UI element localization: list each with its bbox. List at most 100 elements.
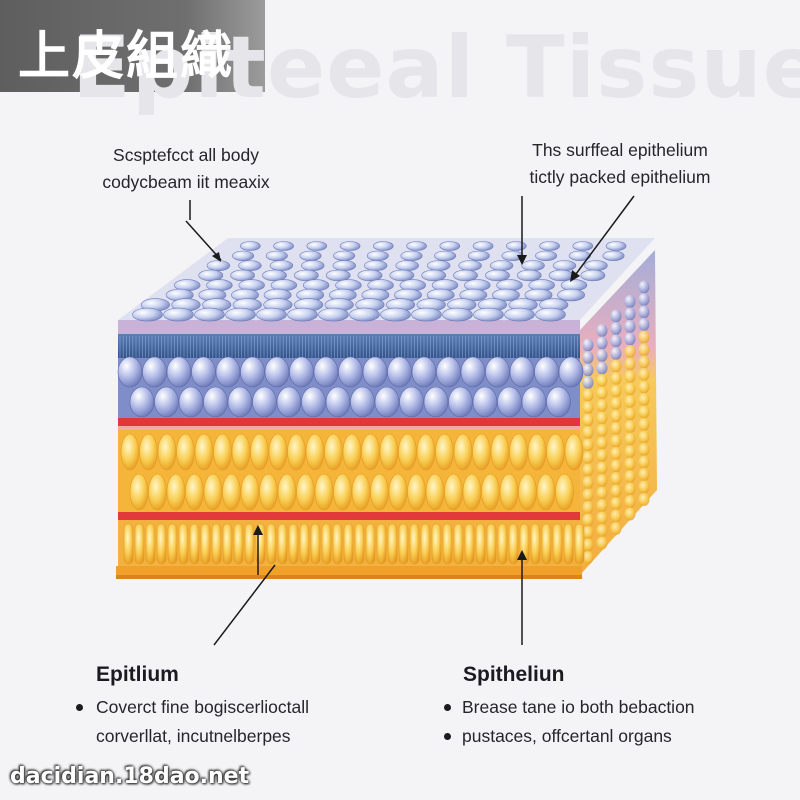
side-cell (610, 372, 622, 385)
basement-membrane-top (118, 418, 580, 428)
side-cell (624, 420, 636, 433)
side-cell (638, 305, 650, 319)
bullet-text: corverllat, incutnelberpes (96, 726, 291, 746)
side-cell (596, 399, 608, 412)
side-cell (582, 538, 594, 552)
section-bullets-left: Coverct fine bogiscerlioctall corverllat… (76, 693, 309, 751)
section-heading-right: Spitheliun (463, 663, 565, 686)
side-cell (624, 332, 636, 346)
side-cell (582, 426, 594, 439)
columnar-cell (310, 523, 321, 565)
section-heading-left: Epitlium (96, 663, 179, 686)
cuboidal-cell (166, 356, 192, 388)
cuboidal-cell (472, 386, 498, 418)
cuboidal-cell (411, 356, 437, 388)
columnar-cell (365, 523, 376, 565)
columnar-cell (376, 523, 387, 565)
surface-cell (557, 288, 586, 302)
yellow-cell (555, 473, 574, 511)
columnar-cell (321, 523, 332, 565)
side-cell (610, 409, 622, 423)
callout-label-top-left: Scsptefcct all body codycbeam iit meaxix (66, 142, 306, 196)
side-cell (596, 374, 608, 387)
yellow-cell (277, 473, 297, 511)
side-cell (638, 355, 650, 369)
surface-cell (163, 307, 194, 322)
yellow-cell (462, 473, 482, 511)
yellow-cell (240, 473, 260, 511)
cuboidal-cell (178, 386, 204, 418)
yellow-cell (342, 433, 362, 471)
columnar-cell (178, 523, 189, 565)
yellow-cell (176, 433, 195, 471)
side-cell (638, 293, 650, 306)
callout-lines (185, 195, 635, 646)
side-cell (596, 386, 608, 400)
side-cell (582, 438, 594, 452)
side-cell (624, 407, 636, 421)
title-banner (0, 0, 265, 92)
yellow-cell (259, 473, 278, 511)
basement-membrane-bottom (118, 512, 580, 520)
side-cell (624, 432, 636, 446)
callout-line-top-right-b (572, 195, 635, 279)
surface-cell (273, 241, 294, 251)
surface-cell (491, 288, 520, 302)
side-cell (610, 522, 622, 535)
yellow-cell (139, 433, 158, 471)
columnar-cell (189, 523, 200, 565)
side-cell (582, 551, 594, 564)
side-cell (610, 484, 622, 498)
columnar-cell (409, 523, 420, 565)
surface-cell (516, 269, 542, 282)
side-cell (624, 457, 636, 471)
columnar-cell (530, 523, 541, 565)
columnar-cell (288, 523, 299, 565)
surface-cell (325, 269, 351, 282)
cuboidal-cell (448, 386, 473, 418)
yellow-cell (536, 473, 556, 511)
side-cell (638, 455, 650, 469)
surface-cell (333, 250, 356, 261)
columnar-cell (497, 523, 508, 565)
surface-cell (238, 260, 262, 271)
callout-line-top-left-b (185, 220, 222, 261)
surface-cell (411, 307, 442, 322)
cuboidal-cell (129, 386, 155, 418)
side-cell (582, 476, 594, 489)
yellow-cell (546, 433, 565, 471)
side-cell (610, 497, 622, 510)
columnar-cell (156, 523, 167, 565)
side-cell (596, 461, 608, 475)
columnar-cell (145, 523, 156, 565)
surface-cell (293, 269, 319, 282)
surface-cell (339, 241, 361, 251)
side-cell (610, 334, 622, 348)
side-cell (610, 459, 622, 473)
orange-base-shadow (116, 575, 582, 579)
callout-arrowheads (212, 252, 580, 560)
yellow-cell (481, 473, 500, 511)
bullet-item: Brease tane io both bebaction (444, 693, 695, 722)
bullet-dot (76, 704, 83, 711)
side-cell (638, 418, 650, 431)
columnar-cell (123, 523, 134, 565)
yellow-cell (203, 473, 223, 511)
surface-cell (505, 241, 527, 251)
side-cell (596, 449, 608, 462)
bullet-dot (444, 704, 451, 711)
cuboidal-cell (497, 386, 522, 418)
surface-cell (427, 260, 451, 271)
surface-cell (504, 307, 535, 322)
columnar-cell (233, 523, 244, 565)
yellow-cell (296, 473, 315, 511)
surface-cell (539, 241, 560, 251)
arrowhead-5 (517, 550, 527, 560)
columnar-cell (332, 523, 343, 565)
surface-cell (256, 307, 287, 322)
side-cell (638, 330, 650, 344)
side-cell (582, 363, 594, 377)
callout-text-line: codycbeam iit meaxix (102, 172, 270, 192)
side-cell (638, 280, 650, 294)
cuboidal-cell (203, 386, 228, 418)
